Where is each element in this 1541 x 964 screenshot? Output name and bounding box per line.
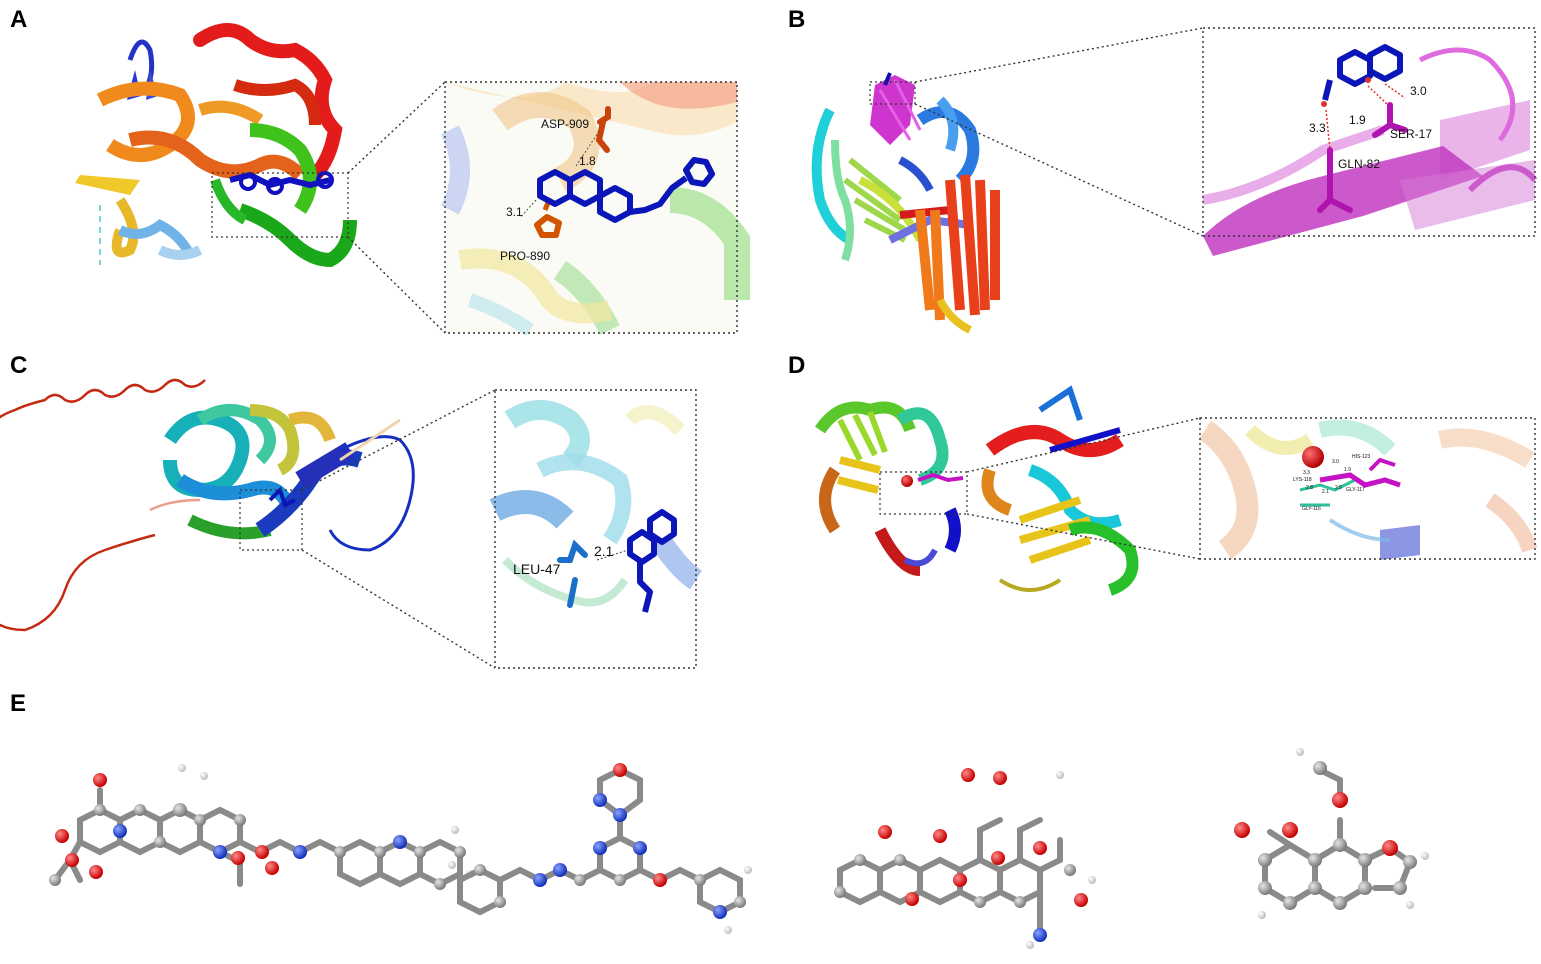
panel-c-zoom-line-bottom bbox=[301, 549, 496, 669]
panel-b-zoom-box bbox=[869, 81, 916, 105]
panel-letter-a: A bbox=[10, 6, 28, 33]
label-d-2-1: 2.1 bbox=[1322, 489, 1329, 495]
molecule-3 bbox=[834, 768, 1096, 949]
panel-a-zoom-line-bottom bbox=[347, 236, 446, 334]
label-d-2-8: 2.8 bbox=[1306, 485, 1313, 491]
label-distance-3-1: 3.1 bbox=[506, 205, 523, 219]
label-distance-2-1: 2.1 bbox=[594, 543, 614, 559]
label-gln-82: GLN-82 bbox=[1338, 157, 1380, 171]
panel-b-inset: 3.0 3.3 1.9 SER-17 GLN-82 bbox=[1202, 27, 1538, 256]
panel-d-protein bbox=[815, 385, 1139, 596]
panel-a-inset: ASP-909 1.8 3.1 PRO-890 bbox=[440, 81, 750, 336]
panel-letter-e: E bbox=[10, 690, 27, 717]
label-d-1-9: 1.9 bbox=[1344, 467, 1351, 473]
label-d-3-0: 3.0 bbox=[1332, 459, 1339, 465]
label-leu-47: LEU-47 bbox=[513, 561, 561, 577]
label-lys-118: LYS-118 bbox=[1293, 477, 1312, 483]
label-his-123: HIS-123 bbox=[1352, 454, 1371, 460]
panel-letter-b: B bbox=[788, 6, 806, 33]
panel-d-inset: HIS-123 LYS-118 GLY-116 GLY-117 3.3 2.8 … bbox=[1198, 417, 1538, 560]
molecule-4 bbox=[1234, 748, 1429, 919]
label-gly-117: GLY-117 bbox=[1346, 487, 1365, 493]
panel-c-protein bbox=[0, 378, 415, 632]
label-ser-17: SER-17 bbox=[1390, 127, 1432, 141]
label-distance-1-8: 1.8 bbox=[579, 154, 596, 168]
label-d-2-5: 2.5 bbox=[1335, 485, 1342, 491]
panel-b-protein bbox=[811, 72, 1000, 334]
label-asp-909: ASP-909 bbox=[541, 117, 589, 131]
panel-letter-d: D bbox=[788, 352, 806, 379]
label-distance-3-0: 3.0 bbox=[1410, 84, 1427, 98]
panel-a-protein bbox=[75, 23, 357, 268]
panel-c-zoom-line-top bbox=[301, 389, 496, 491]
panel-a-zoom-line-top bbox=[347, 81, 446, 174]
panel-letter-c: C bbox=[10, 352, 28, 379]
label-gly-116: GLY-116 bbox=[1302, 506, 1321, 512]
label-pro-890: PRO-890 bbox=[500, 249, 550, 263]
panel-c-zoom-box bbox=[239, 489, 303, 551]
molecule-2 bbox=[448, 763, 752, 934]
label-d-3-3: 3.3 bbox=[1303, 470, 1310, 476]
panel-c-inset: LEU-47 2.1 bbox=[489, 389, 703, 669]
label-distance-1-9: 1.9 bbox=[1349, 113, 1366, 127]
molecule-1-atoms bbox=[49, 764, 474, 890]
label-distance-3-3: 3.3 bbox=[1309, 121, 1326, 135]
panel-b-zoom-line-top bbox=[914, 27, 1204, 83]
panel-d-zoom-box bbox=[879, 471, 968, 515]
